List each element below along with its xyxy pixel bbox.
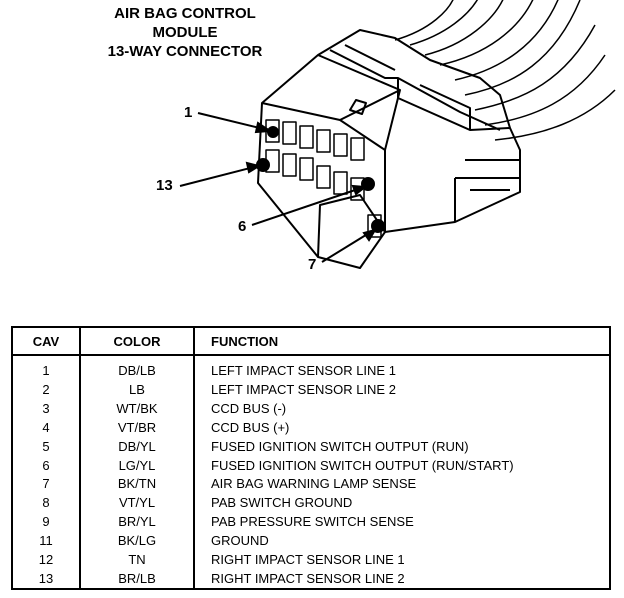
cell-color: VT/YL: [79, 493, 194, 513]
cell-color: BR/YL: [79, 512, 194, 532]
cell-color: BK/TN: [79, 474, 194, 494]
cell-color: LG/YL: [79, 456, 194, 475]
header-function: FUNCTION: [193, 327, 610, 356]
cell-cav: 8: [42, 495, 50, 511]
diagram-title: AIR BAG CONTROL MODULE 13-WAY CONNECTOR: [60, 4, 310, 61]
cell-color: DB/YL: [79, 437, 194, 457]
header-color: COLOR: [79, 327, 194, 356]
cell-color: TN: [79, 550, 194, 570]
pin-1-marker: [267, 126, 279, 138]
cell-cav: 2: [42, 382, 50, 398]
title-line-2: MODULE: [152, 24, 218, 41]
cell-function: LEFT IMPACT SENSOR LINE 2: [193, 380, 610, 400]
cell-color: DB/LB: [79, 355, 194, 381]
cell-function: LEFT IMPACT SENSOR LINE 1: [193, 355, 610, 381]
cell-function: CCD BUS (+): [193, 418, 610, 438]
cell-cav: 6: [42, 457, 50, 473]
cell-color: LB: [79, 380, 194, 400]
callout-label-13: 13: [156, 177, 173, 194]
cell-cav: 1: [42, 363, 50, 379]
leader-line-6: [251, 186, 365, 226]
cell-cav: 12: [38, 551, 54, 567]
title-line-1: AIR BAG CONTROL: [114, 5, 256, 22]
connector-front-face: [257, 54, 401, 269]
latch-tab: [349, 99, 367, 115]
cell-color: VT/BR: [79, 418, 194, 438]
cell-cav: 7: [42, 476, 50, 492]
cell-cav: 4: [42, 419, 50, 435]
cell-color: BR/LB: [79, 569, 194, 589]
pin-13-marker: [256, 158, 270, 172]
cell-cav: 11: [39, 532, 53, 548]
cell-function: RIGHT IMPACT SENSOR LINE 2: [193, 569, 610, 589]
cell-color: WT/BK: [79, 399, 194, 419]
connector-rear-housing: [317, 29, 521, 233]
cell-cav: 9: [42, 514, 50, 529]
callout-label-6: 6: [238, 218, 247, 235]
wire-bundle: [394, 0, 616, 141]
cell-cav: 3: [42, 401, 50, 417]
cell-function: AIR BAG WARNING LAMP SENSE: [193, 474, 610, 494]
cell-function: PAB PRESSURE SWITCH SENSE: [193, 512, 610, 532]
callout-label-1: 1: [184, 104, 193, 121]
cell-cav: 5: [42, 438, 50, 454]
cell-function: CCD BUS (-): [193, 399, 610, 419]
cell-function: GROUND: [193, 531, 610, 551]
connector-illustration: [179, 0, 616, 269]
cavity-grid: [265, 119, 382, 238]
cell-color: BK/LG: [79, 531, 194, 551]
title-line-3: 13-WAY CONNECTOR: [107, 43, 263, 60]
header-cav: CAV: [12, 327, 80, 356]
cell-function: FUSED IGNITION SWITCH OUTPUT (RUN): [193, 437, 610, 457]
callout-label-7: 7: [308, 256, 317, 273]
leader-line-13: [179, 165, 259, 187]
cell-cav: 13: [38, 570, 54, 586]
cell-function: FUSED IGNITION SWITCH OUTPUT (RUN/START): [193, 456, 610, 475]
cell-function: RIGHT IMPACT SENSOR LINE 1: [193, 550, 610, 570]
table-header-row: CAV COLOR FUNCTION: [12, 327, 610, 356]
cell-function: PAB SWITCH GROUND: [193, 493, 610, 513]
